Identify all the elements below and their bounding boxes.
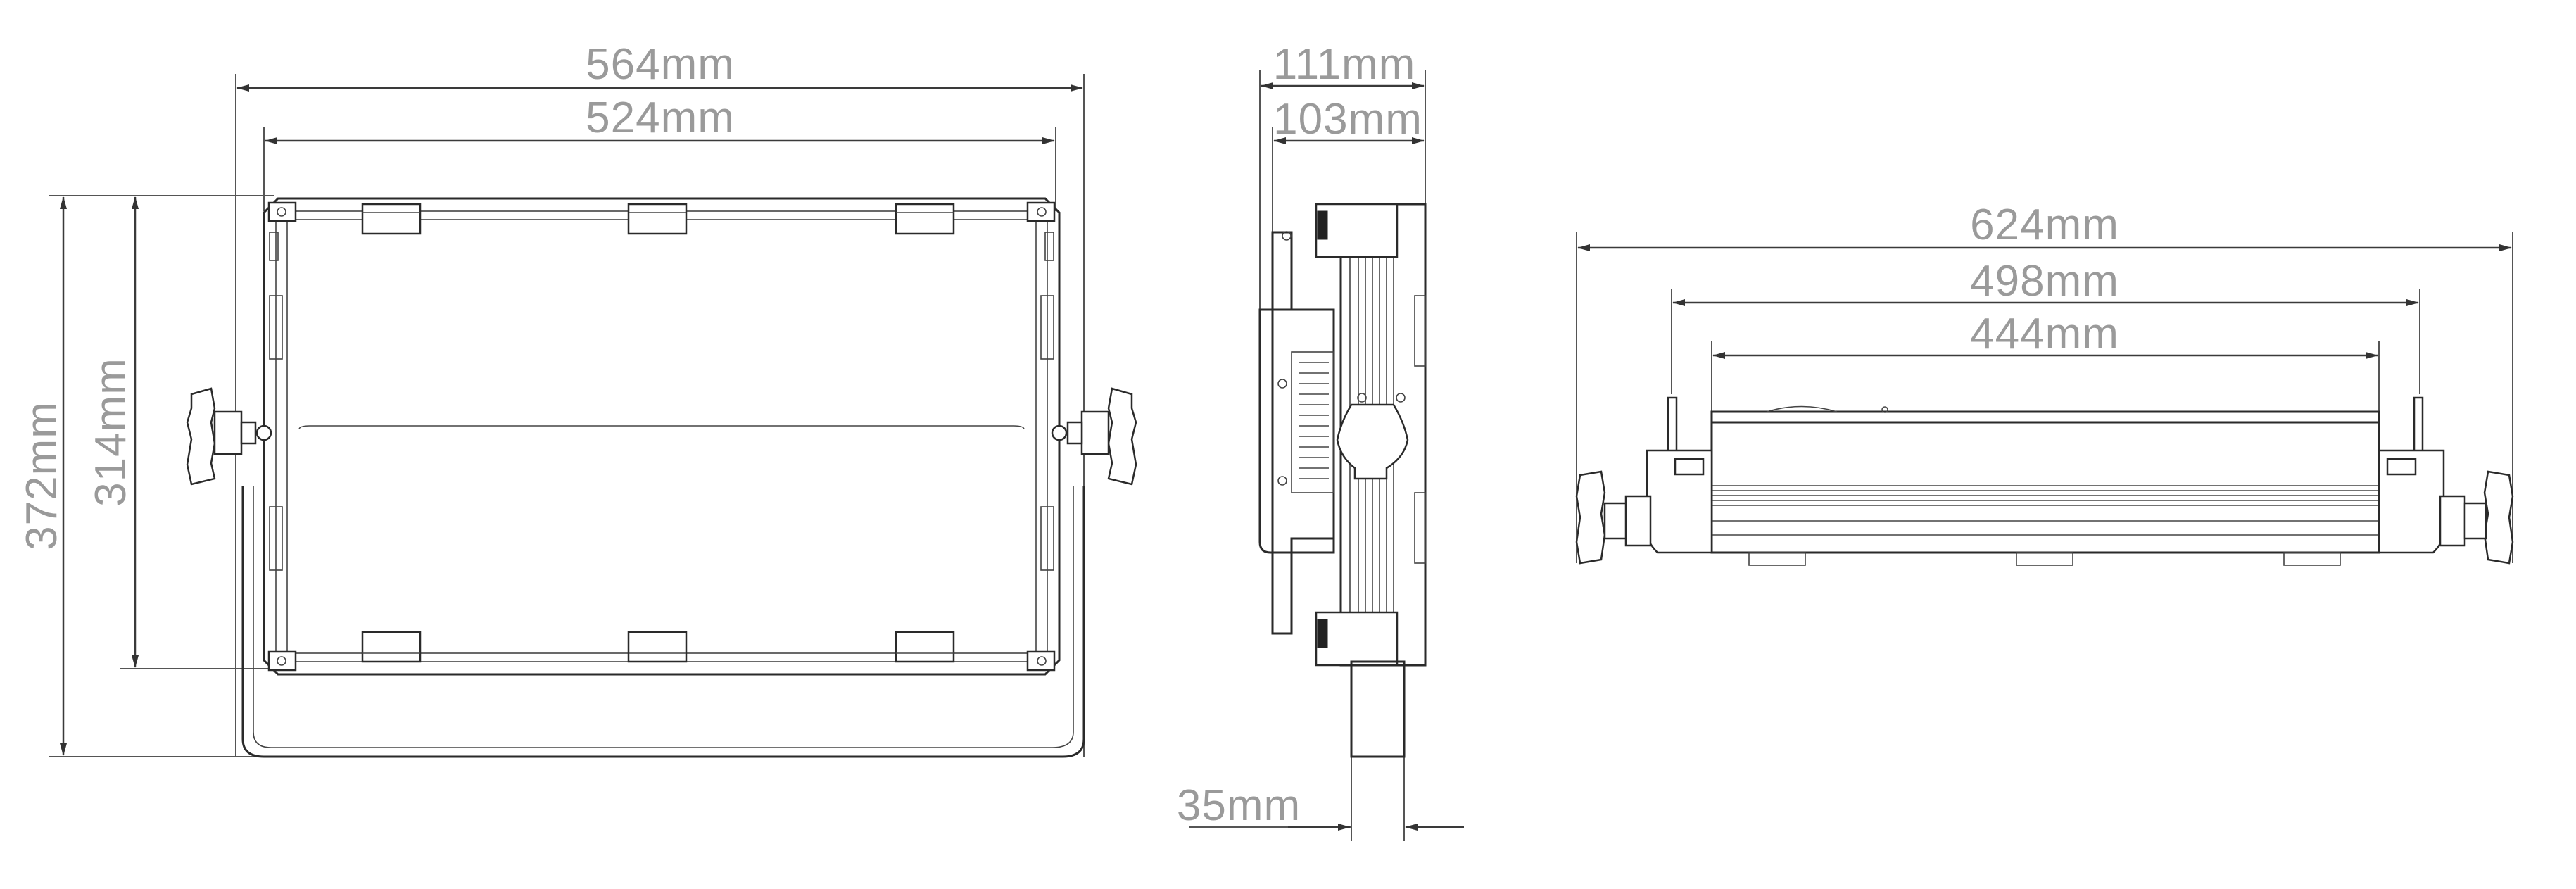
top-body <box>1710 405 2380 566</box>
dimension-width-inner: 524mm <box>263 94 1056 211</box>
label-314mm: 314mm <box>87 358 135 507</box>
dimension-yoke-width: 35mm <box>1177 753 1464 841</box>
label-35mm: 35mm <box>1177 781 1301 830</box>
dimension-height-outer: 372mm <box>18 195 274 757</box>
dimension-depth-outer: 111mm <box>1259 40 1426 310</box>
label-372mm: 372mm <box>18 401 66 550</box>
label-524mm: 524mm <box>586 94 735 142</box>
dimension-width-outer: 564mm <box>235 40 1085 757</box>
label-103mm: 103mm <box>1273 95 1422 144</box>
dimension-height-inner: 314mm <box>87 195 271 669</box>
side-view: 111mm 103mm 35mm <box>1177 40 1464 841</box>
side-yoke-leg <box>1350 660 1406 758</box>
right-lock-knob <box>1051 387 1137 486</box>
label-564mm: 564mm <box>586 40 735 89</box>
top-right-bracket <box>2378 396 2514 565</box>
label-444mm: 444mm <box>1970 310 2119 358</box>
top-left-bracket <box>1575 396 1713 565</box>
top-view: 624mm 498mm 444mm <box>1575 201 2514 566</box>
front-panel <box>263 197 1061 676</box>
rear-control-box <box>1258 231 1335 635</box>
yoke-bracket <box>241 486 1085 758</box>
label-498mm: 498mm <box>1970 257 2119 305</box>
dimension-depth-inner: 103mm <box>1272 95 1425 232</box>
front-view: 564mm 524mm 372mm 314mm <box>18 40 1137 758</box>
vent-slots <box>1299 362 1329 479</box>
label-111mm: 111mm <box>1273 40 1416 89</box>
side-panel-profile <box>1315 203 1427 667</box>
dimension-length-body: 444mm <box>1711 310 2380 412</box>
dimension-length-overall: 624mm <box>1576 201 2513 563</box>
left-lock-knob <box>186 387 272 486</box>
label-624mm: 624mm <box>1970 201 2119 249</box>
dimension-length-mid: 498mm <box>1671 257 2420 394</box>
